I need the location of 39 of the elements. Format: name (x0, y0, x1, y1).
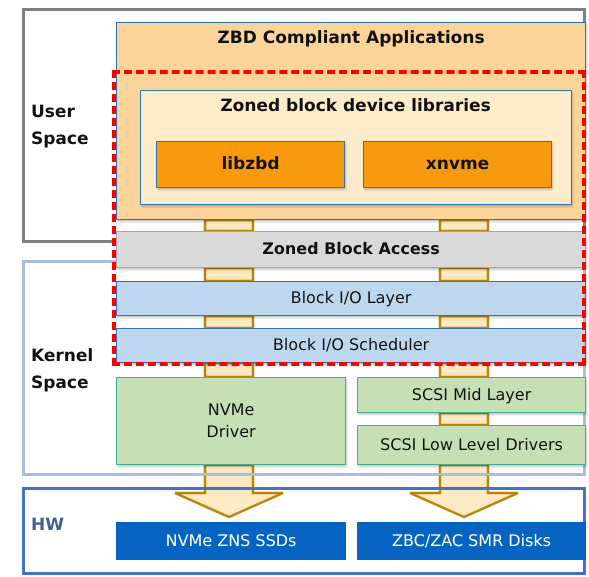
region-panel (22, 487, 586, 575)
block-arrow (408, 464, 520, 518)
data-pipe (438, 314, 490, 330)
driver-box (357, 425, 586, 465)
layer-label: ZBD Compliant Applications (216, 27, 486, 50)
driver-box (357, 377, 586, 413)
region-label: HW (31, 514, 65, 537)
layer-box (116, 328, 586, 363)
layer-label: SCSI Low Level Drivers (380, 434, 563, 456)
region-panel (22, 260, 586, 476)
library-box (363, 141, 552, 188)
driver-box (116, 377, 346, 465)
layer-label: Block I/O Scheduler (272, 334, 430, 356)
layer-label: Zoned Block Access (262, 238, 440, 260)
data-pipe (438, 266, 490, 282)
data-pipe (204, 218, 254, 232)
data-pipe (438, 218, 490, 232)
device-box (357, 522, 586, 560)
region-label: Kernel Space (31, 345, 94, 395)
block-arrow (174, 464, 284, 518)
library-box (156, 141, 345, 188)
layer-box (116, 281, 586, 316)
layer-box (140, 90, 572, 204)
layer-label: NVMe ZNS SSDs (166, 530, 296, 552)
layer-label: SCSI Mid Layer (412, 384, 532, 406)
region-panel (22, 8, 586, 243)
region-label: User Space (31, 101, 90, 151)
layer-label: Zoned block device libraries (219, 94, 492, 118)
layer-label: Block I/O Layer (290, 287, 412, 310)
data-pipe (204, 314, 254, 330)
layer-box (116, 231, 586, 268)
data-pipe (204, 266, 254, 282)
layer-label: libzbd (221, 152, 280, 176)
layer-label: xnvme (426, 152, 490, 176)
data-pipe (438, 412, 490, 426)
layer-label: ZBC/ZAC SMR Disks (392, 530, 551, 552)
layer-label: NVMe Driver (205, 398, 257, 443)
layer-box (116, 22, 586, 220)
device-box (116, 522, 346, 560)
